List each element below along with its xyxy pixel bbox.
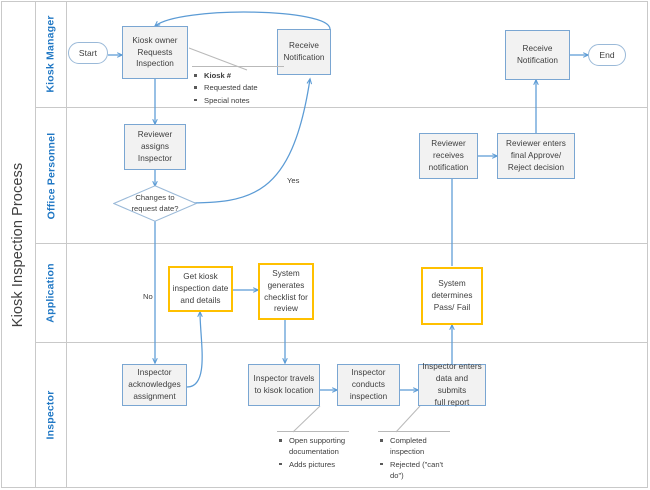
node-kiosk-owner-requests-inspection[interactable]: Kiosk owner Requests Inspection: [122, 26, 188, 79]
node-changes-to-request-date-decision[interactable]: Changes to request date?: [113, 185, 197, 222]
node-inspector-travels-to-kiosk[interactable]: Inspector travels to kisok location: [248, 364, 320, 406]
node-inspector-enters-data[interactable]: Inspector enters data and submits full r…: [418, 362, 486, 407]
lane-title-text: Kiosk Manager: [45, 15, 58, 93]
lane-title-text: Application: [45, 263, 57, 323]
node-end[interactable]: End: [588, 44, 626, 66]
node-system-determines-pass-fail[interactable]: System determines Pass/ Fail: [421, 267, 483, 325]
node-reviewer-enters-final-decision[interactable]: Reviewer enters final Approve/ Reject de…: [497, 133, 575, 179]
page-title: Kiosk Inspection Process: [10, 162, 26, 327]
callout-report-outcomes: Completed inspection Rejected ("can't do…: [378, 431, 458, 483]
node-system-generates-checklist[interactable]: System generates checklist for review: [258, 263, 314, 320]
lane-title-text: Inspector: [45, 390, 57, 440]
callout-item: Special notes: [192, 95, 288, 106]
lane-label-kiosk-manager: Kiosk Manager: [36, 1, 67, 107]
lane-office-personnel: Office Personnel: [36, 108, 647, 244]
callout-item: Rejected ("can't do"): [378, 459, 458, 482]
node-start[interactable]: Start: [68, 42, 108, 64]
edge-label-no: No: [143, 292, 153, 301]
node-reviewer-receives-notification[interactable]: Reviewer receives notification: [419, 133, 478, 179]
lane-label-application: Application: [36, 244, 67, 342]
edge-label-yes: Yes: [287, 176, 300, 185]
pool-title: Kiosk Inspection Process: [1, 1, 36, 488]
callout-item: Adds pictures: [277, 459, 355, 470]
node-receive-notification-final[interactable]: Receive Notification: [505, 30, 570, 80]
lane-inspector: Inspector: [36, 343, 647, 487]
lane-title-text: Office Personnel: [45, 132, 57, 219]
node-get-kiosk-inspection-details[interactable]: Get kiosk inspection date and details: [168, 266, 233, 312]
lane-kiosk-manager: Kiosk Manager: [36, 1, 647, 108]
node-reviewer-assigns-inspector[interactable]: Reviewer assigns Inspector: [124, 124, 186, 170]
callout-item: Requested date: [192, 82, 288, 93]
diamond-shape: [113, 185, 197, 222]
lane-label-inspector: Inspector: [36, 343, 67, 487]
node-inspector-conducts-inspection[interactable]: Inspector conducts inspection: [337, 364, 400, 406]
lane-application: Application: [36, 244, 647, 343]
callout-inspection-actions: Open supporting documentation Adds pictu…: [277, 431, 355, 471]
node-inspector-acknowledges-assignment[interactable]: Inspector acknowledges assignment: [122, 364, 187, 406]
callout-item: Completed inspection: [378, 435, 458, 458]
node-receive-notification-manager[interactable]: Receive Notification: [277, 29, 331, 75]
callout-item: Open supporting documentation: [277, 435, 355, 458]
callout-item: Kiosk #: [192, 70, 288, 81]
callout-request-details: Kiosk # Requested date Special notes: [192, 66, 288, 107]
lane-label-office-personnel: Office Personnel: [36, 108, 67, 243]
